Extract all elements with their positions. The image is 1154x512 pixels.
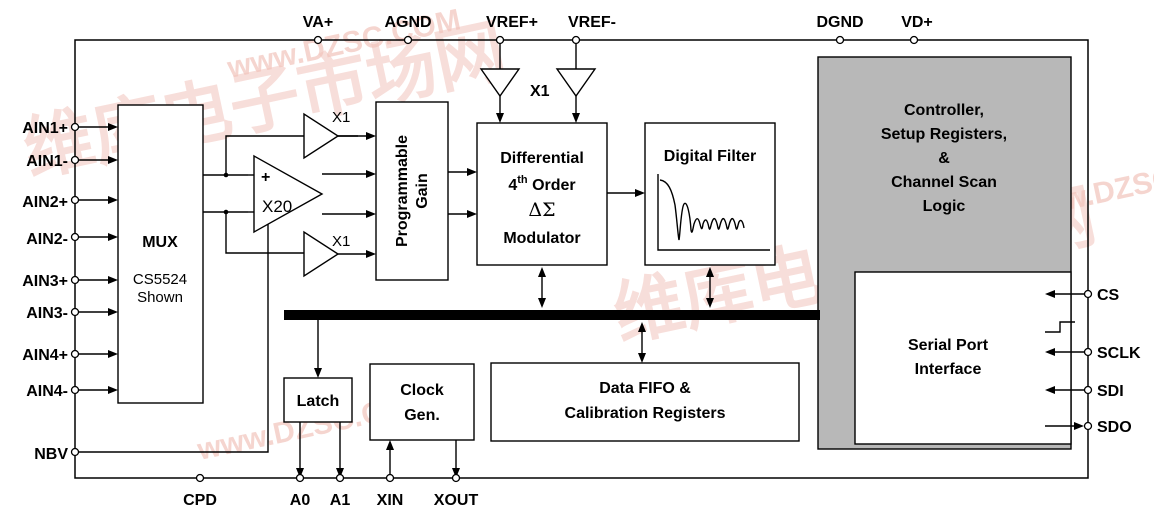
modulator-order-rest: Order [528,177,576,194]
x1-top-label: X1 [332,109,350,126]
pin-nbv-group: NBV [34,222,269,463]
mux-block: MUX CS5524 Shown [117,104,204,404]
controller-line4: Channel Scan [891,174,997,191]
pin-ain4p: AIN4+ [22,347,68,364]
pin-a0: A0 [290,492,311,509]
pin-ain3p-group: AIN3+ [22,273,118,290]
top-pins: VA+ AGND VREF+ VREF- DGND VD+ [303,14,933,45]
pin-ain2m-group: AIN2- [26,231,118,248]
pin-agnd: AGND [384,14,431,31]
modulator-order-num: 4 [508,177,517,194]
modulator-line4: Modulator [503,230,580,247]
internal-bus [284,267,820,378]
clock-line2: Gen. [404,407,440,424]
programmable-gain-block: Programmable Gain [375,101,477,281]
x20-label: X20 [262,197,292,216]
digital-filter-block: Digital Filter [644,122,776,266]
mux-title: MUX [142,234,178,251]
latch-block: Latch [283,377,353,478]
fifo-line1: Data FIFO & [599,380,691,397]
fifo-line2: Calibration Registers [565,405,726,422]
pin-va: VA+ [303,14,333,31]
left-pins: AIN1+ AIN1- AIN2+ AIN2- AIN3+ AIN3- [22,120,269,463]
x1-buffer-bottom: X1 [303,230,376,278]
pin-vd: VD+ [901,14,933,31]
right-pins: CS SCLK SDI SDO [1045,287,1141,436]
serial-port-block: Serial Port Interface [854,271,1075,445]
pin-ain2p: AIN2+ [22,194,68,211]
pin-nbv: NBV [34,446,68,463]
pin-ain1m: AIN1- [26,153,68,170]
pin-vref-plus: VREF+ [486,14,538,31]
modulator-block: Differential 4th Order ΔΣ Modulator [476,122,645,266]
pin-ain4m-group: AIN4- [26,383,118,400]
pin-ain2m: AIN2- [26,231,68,248]
pin-ain3m-group: AIN3- [26,305,118,322]
pin-ain4m: AIN4- [26,383,68,400]
mux-output-wires [203,135,304,254]
pin-xout: XOUT [434,492,479,509]
pin-sdi: SDI [1097,383,1124,400]
controller-line2: Setup Registers, [881,126,1007,143]
pin-dgnd: DGND [816,14,863,31]
pin-ain1p: AIN1+ [22,120,68,137]
x20-plus-sign: + [261,169,270,186]
pin-xin: XIN [377,492,404,509]
pin-ain2p-group: AIN2+ [22,194,118,211]
pin-a1: A1 [330,492,351,509]
pin-ain4p-group: AIN4+ [22,347,118,364]
pin-sdo: SDO [1097,419,1132,436]
clock-line1: Clock [400,382,444,399]
modulator-line1: Differential [500,150,584,167]
mux-sub1: CS5524 [133,271,187,288]
bottom-pins: CPD A0 A1 XIN XOUT [183,473,479,509]
pin-ain3p: AIN3+ [22,273,68,290]
serial-line2: Interface [915,361,982,378]
x1-buffer-top: X1 [303,109,376,160]
vref-buffers: X1 [479,44,597,123]
pin-ain3m: AIN3- [26,305,68,322]
pin-sclk: SCLK [1097,345,1141,362]
pin-ain1m-group: AIN1- [26,153,118,170]
mux-sub2: Shown [137,289,183,306]
pin-ain1p-group: AIN1+ [22,120,118,137]
vref-buffer-label: X1 [530,83,550,100]
modulator-delta-sigma: ΔΣ [528,199,555,221]
clock-gen-block: Clock Gen. [369,363,475,478]
pin-cs: CS [1097,287,1120,304]
chip-outline [74,39,1089,479]
digital-filter-title: Digital Filter [664,148,756,165]
pin-cpd: CPD [183,492,217,509]
pga-line1: Programmable [394,135,411,247]
latch-title: Latch [297,393,340,410]
controller-line3: & [938,150,950,167]
x20-amplifier: + X20 [253,154,376,234]
serial-line1: Serial Port [908,337,989,354]
pga-line2: Gain [414,173,431,209]
modulator-order-sup: th [517,174,528,186]
pin-vref-minus: VREF- [568,14,616,31]
controller-line1: Controller, [904,102,984,119]
x1-bottom-label: X1 [332,233,350,250]
data-fifo-block: Data FIFO & Calibration Registers [490,362,800,442]
controller-line5: Logic [923,198,966,215]
filter-response-graph [657,174,770,251]
modulator-line2: 4th Order [508,174,575,194]
